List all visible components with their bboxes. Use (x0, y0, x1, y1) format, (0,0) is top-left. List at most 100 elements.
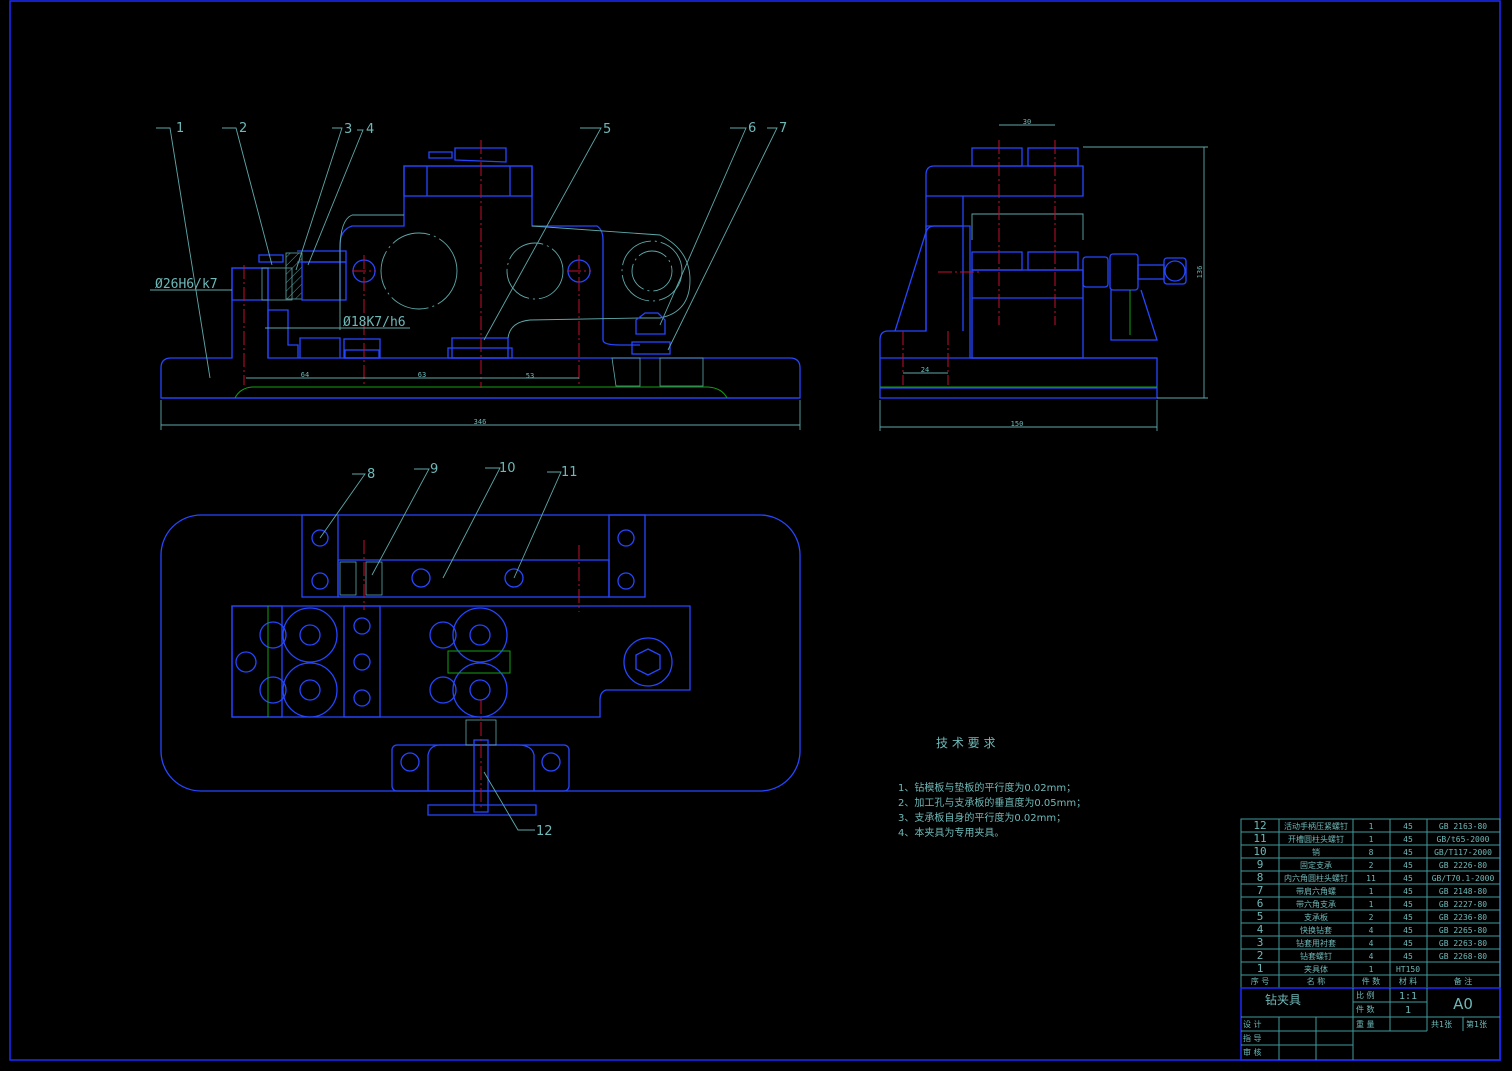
bom-cell-qty: 1 (1369, 887, 1374, 896)
bom-cell-note: GB 2226-80 (1439, 861, 1487, 870)
bom-cell-name: 内六角圆柱头螺钉 (1284, 873, 1348, 883)
tech-requirement-1: 1、钻模板与垫板的平行度为0.02mm； (898, 781, 1076, 794)
sheet-number: 第1张 (1466, 1019, 1487, 1029)
header-material: 材 料 (1399, 976, 1418, 986)
bom-cell-no: 8 (1257, 871, 1264, 884)
review-label: 审 核 (1243, 1047, 1262, 1057)
bom-row: 8 内六角圆柱头螺钉 11 45 GB/T70.1-2000 (1241, 870, 1500, 884)
dimension-150: 150 (1011, 420, 1024, 428)
leader-label-10: 10 (499, 461, 516, 476)
bom-cell-qty: 8 (1369, 848, 1374, 857)
dimension-64: 64 (301, 371, 309, 379)
front-view: 64 63 53 346 Ø26H6/k7 Ø18K7/h6 1 2 3 4 5… (150, 121, 801, 430)
bom-cell-material: 45 (1403, 848, 1413, 857)
guide-label: 指 导 (1243, 1033, 1262, 1043)
bom-cell-qty: 2 (1369, 861, 1374, 870)
sheet-total: 共1张 (1431, 1020, 1452, 1029)
header-name: 名 称 (1307, 976, 1326, 986)
dimension-53: 53 (526, 372, 534, 380)
leader-label-5: 5 (603, 122, 611, 137)
bom-cell-material: 45 (1403, 874, 1413, 883)
dimension-136: 136 (1196, 266, 1204, 279)
bom-cell-note: GB 2163-80 (1439, 822, 1487, 831)
design-label: 设 计 (1243, 1019, 1262, 1029)
dimension-30: 30 (1023, 118, 1031, 126)
bom-cell-material: 45 (1403, 939, 1413, 948)
bom-cell-no: 7 (1257, 884, 1264, 897)
bom-cell-note: GB/T117-2000 (1434, 848, 1492, 857)
leader-label-4: 4 (366, 122, 374, 137)
bom-cell-material: 45 (1403, 900, 1413, 909)
bom-row: 12 活动手柄压紧螺钉 1 45 GB 2163-80 (1253, 819, 1487, 832)
header-note: 备 注 (1454, 976, 1473, 986)
bom-cell-qty: 11 (1366, 874, 1376, 883)
bom-cell-note: GB 2236-80 (1439, 913, 1487, 922)
bom-row: 1 夹具体 1 HT150 (1241, 961, 1500, 975)
bom-cell-no: 12 (1253, 819, 1266, 832)
tech-requirement-2: 2、加工孔与支承板的垂直度为0.05mm； (898, 796, 1086, 809)
leader-label-2: 2 (239, 121, 247, 136)
bom-cell-no: 2 (1257, 949, 1264, 962)
bom-cell-name: 固定支承 (1300, 860, 1332, 870)
bom-cell-no: 1 (1257, 962, 1264, 975)
bom-cell-no: 11 (1253, 832, 1266, 845)
leader-label-6: 6 (748, 121, 756, 136)
bom-cell-note: GB 2265-80 (1439, 926, 1487, 935)
dimension-346: 346 (474, 418, 487, 426)
leader-label-8: 8 (367, 467, 375, 482)
bom-cell-qty: 1 (1369, 965, 1374, 974)
bom-cell-name: 带六角支承 (1296, 899, 1336, 909)
leader-label-7: 7 (779, 121, 787, 136)
bom-cell-material: HT150 (1396, 965, 1420, 974)
bom-cell-note: GB 2227-80 (1439, 900, 1487, 909)
side-view: 30 136 24 150 (879, 118, 1208, 431)
bom-cell-qty: 4 (1369, 952, 1374, 961)
bom-cell-name: 带肩六角螺 (1296, 886, 1336, 896)
top-view: 8 9 10 11 12 (160, 461, 801, 839)
bom-cell-no: 5 (1257, 910, 1264, 923)
tech-requirement-4: 4、本夹具为专用夹具。 (898, 826, 1004, 839)
drawing-frame (9, 0, 1501, 1061)
paper-size: A0 (1453, 995, 1473, 1013)
technical-requirements: 技 术 要 求 1、钻模板与垫板的平行度为0.02mm； 2、加工孔与支承板的垂… (898, 736, 1086, 839)
bom-cell-note: GB 2148-80 (1439, 887, 1487, 896)
bom-cell-note: GB 2268-80 (1439, 952, 1487, 961)
bom-cell-no: 3 (1257, 936, 1264, 949)
bom-cell-material: 45 (1403, 913, 1413, 922)
bom-cell-material: 45 (1403, 822, 1413, 831)
bom-cell-material: 45 (1403, 926, 1413, 935)
bom-cell-note: GB 2263-80 (1439, 939, 1487, 948)
bom-cell-name: 钻套螺钉 (1300, 951, 1332, 961)
bom-cell-qty: 1 (1369, 822, 1374, 831)
bom-cell-name: 开槽圆柱头螺钉 (1288, 834, 1344, 844)
bom-cell-name: 快换钻套 (1300, 925, 1332, 935)
leader-label-1: 1 (176, 121, 184, 136)
dimension-63: 63 (418, 371, 426, 379)
bom-cell-note: GB/t65-2000 (1437, 835, 1490, 844)
bom-cell-no: 4 (1257, 923, 1264, 936)
leader-label-12: 12 (536, 824, 553, 839)
weight-label: 重 量 (1356, 1019, 1375, 1029)
bom-row: 2 钻套螺钉 4 45 GB 2268-80 (1241, 948, 1500, 962)
bom-cell-material: 45 (1403, 861, 1413, 870)
bom-cell-note: GB/T70.1-2000 (1432, 874, 1495, 883)
bom-cell-qty: 4 (1369, 939, 1374, 948)
title-block: 钻夹具 比 例 1:1 件 数 1 A0 重 量 共1张 第1张 设 计 指 导… (1240, 987, 1501, 1061)
scale-value: 1:1 (1399, 991, 1417, 1002)
bom-cell-name: 夹具体 (1304, 964, 1328, 974)
bom-cell-material: 45 (1403, 952, 1413, 961)
bom-cell-name: 支承板 (1304, 912, 1328, 922)
fit-annotation-26: Ø26H6/k7 (155, 277, 218, 292)
header-qty: 件 数 (1362, 976, 1381, 986)
bom-cell-name: 活动手柄压紧螺钉 (1284, 821, 1348, 831)
count-value: 1 (1405, 1005, 1411, 1016)
bom-cell-no: 6 (1257, 897, 1264, 910)
